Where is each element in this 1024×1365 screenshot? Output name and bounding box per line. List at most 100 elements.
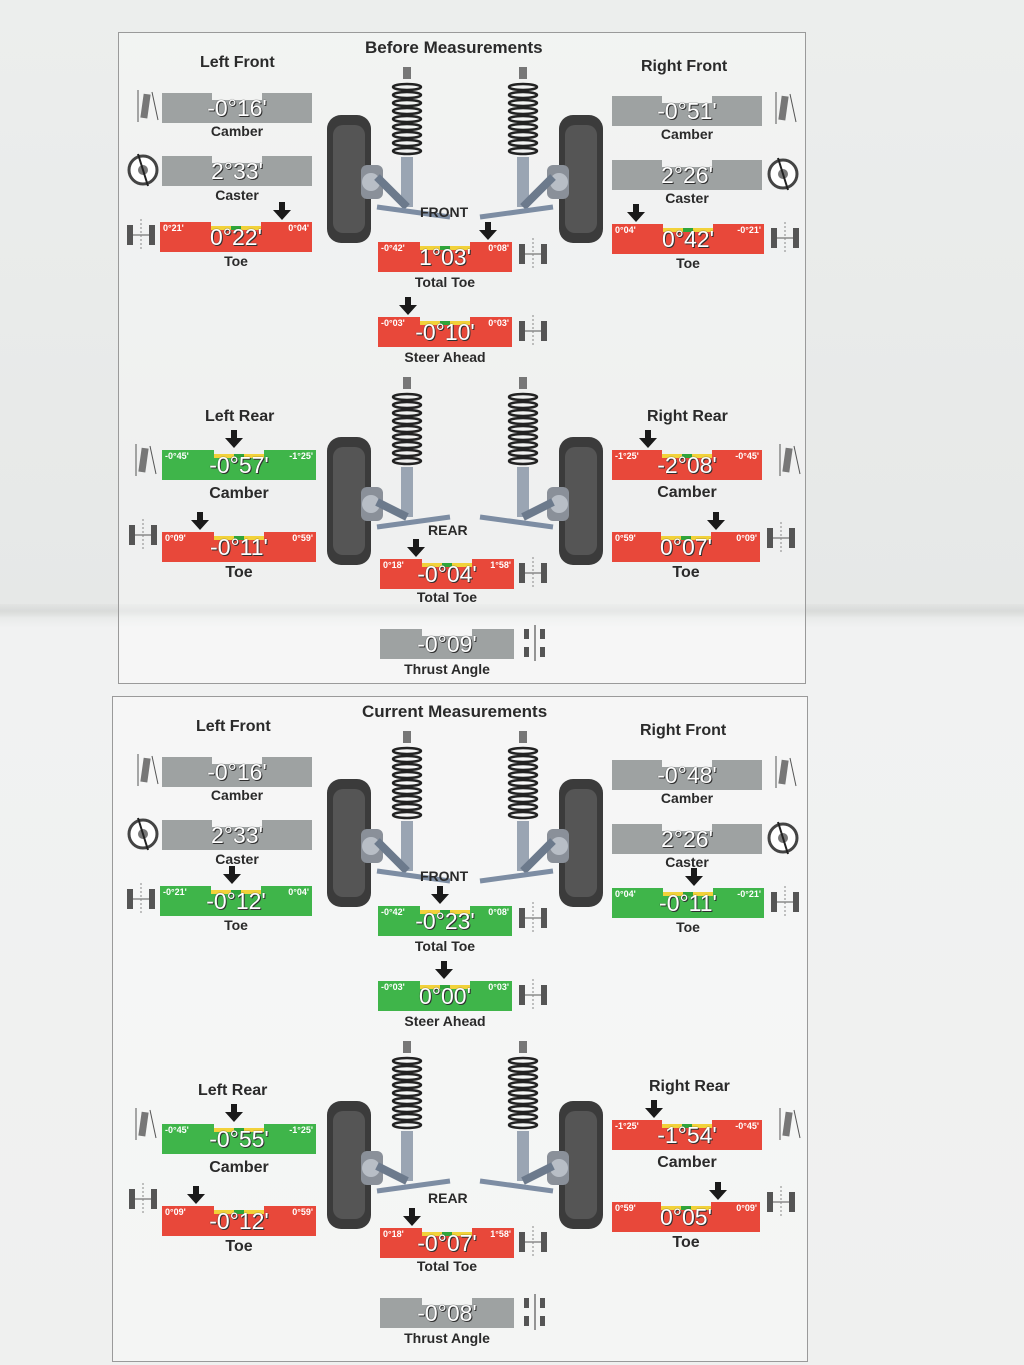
current-rf-toe-icon (771, 886, 799, 918)
current-rf-toe-gauge-bar (612, 888, 764, 918)
current-lf-caster-gauge-value: 2°33' (211, 822, 263, 848)
current-rf-caster-caption: Caster (665, 854, 709, 870)
before-rf-toe-gauge: 0°42'0°04'-0°21' (612, 224, 764, 254)
before-total-toe-front-gauge-arrow-icon (479, 222, 497, 240)
current-lf-caster-caption: Caster (215, 851, 259, 867)
current-total-toe-rear-icon (519, 1226, 547, 1258)
before-rf-toe-gauge-min: 0°04' (615, 225, 636, 235)
current-rf-toe-gauge-arrow-icon (685, 868, 703, 886)
before-steer-ahead-icon (519, 315, 547, 347)
current-lf-camber-gauge-bar (162, 757, 312, 787)
before-steer-ahead-gauge-arrow-icon (399, 297, 417, 315)
current-thrust-angle-gauge: -0°08' (380, 1298, 514, 1328)
current-rf-camber-gauge: -0°48' (612, 760, 762, 790)
current-lr-camber-gauge-arrow-icon (225, 1104, 243, 1122)
before-front-label: FRONT (420, 204, 469, 220)
current-lf-toe-gauge-bar (160, 886, 312, 916)
before-left-rear-label: Left Rear (205, 408, 275, 425)
current-lr-camber-gauge-max: -1°25' (289, 1125, 313, 1135)
current-total-toe-rear-gauge-bar (380, 1228, 514, 1258)
current-front-label: FRONT (420, 868, 469, 884)
current-rr-toe-gauge: 0°05'0°59'0°09' (612, 1202, 760, 1232)
before-total-toe-rear-gauge-bar (380, 559, 514, 589)
before-total-toe-front-gauge-value: 1°03' (419, 244, 471, 270)
before-front-left-suspension (327, 67, 451, 243)
current-steer-ahead-caption: Steer Ahead (404, 1013, 486, 1029)
current-lf-camber-gauge-value: -0°16' (207, 759, 267, 785)
before-steer-ahead-gauge-value: -0°10' (415, 319, 475, 345)
before-lf-caster-gauge-bar (162, 156, 312, 186)
current-thrust-angle-caption: Thrust Angle (404, 1330, 490, 1346)
before-rf-caster-gauge-bar (612, 160, 762, 190)
before-lr-camber-gauge-bar (162, 450, 316, 480)
before-lf-camber-gauge-value: -0°16' (207, 95, 267, 121)
before-rf-caster-gauge: 2°26' (612, 160, 762, 190)
current-rr-camber-gauge-value: -1°54' (657, 1122, 717, 1148)
before-rear-right-suspension (479, 377, 603, 565)
before-rr-camber-gauge-min: -1°25' (615, 451, 639, 461)
current-right-front-label: Right Front (640, 722, 727, 739)
current-rr-toe-caption: Toe (672, 1234, 700, 1251)
before-lf-toe-gauge-max: 0°04' (288, 223, 309, 233)
current-rf-camber-caption: Camber (660, 790, 714, 806)
before-total-toe-rear-gauge-value: -0°04' (417, 561, 477, 587)
current-total-toe-front-gauge-value: -0°23' (415, 908, 475, 934)
current-lr-toe-caption: Toe (225, 1238, 253, 1255)
before-lr-toe-gauge: -0°11'0°09'0°59' (162, 532, 316, 562)
before-rf-camber-caption: Camber (660, 126, 714, 142)
current-total-toe-front-gauge-arrow-icon (431, 886, 449, 904)
before-lf-caster-caption: Caster (215, 187, 259, 203)
before-lf-toe-gauge-arrow-icon (273, 202, 291, 220)
current-lf-caster-icon (127, 817, 159, 851)
before-rf-toe-gauge-arrow-icon (627, 204, 645, 222)
before-right-front-label: Right Front (641, 58, 728, 75)
before-total-toe-front-gauge-max: 0°08' (488, 243, 509, 253)
current-front-right-suspension (479, 731, 603, 907)
current-rr-toe-icon (767, 1186, 795, 1218)
before-lr-camber-gauge-arrow-icon (225, 430, 243, 448)
current-steer-ahead-gauge-bar (378, 981, 512, 1011)
before-rf-camber-gauge-bar (612, 96, 762, 126)
current-lf-caster-gauge: 2°33' (162, 820, 312, 850)
current-rr-toe-gauge-bar (612, 1202, 760, 1232)
before-lr-camber-caption: Camber (209, 485, 269, 502)
current-left-rear-label: Left Rear (198, 1082, 268, 1099)
current-rr-camber-gauge-max: -0°45' (735, 1121, 759, 1131)
before-total-toe-rear-icon (519, 557, 547, 589)
current-total-toe-front-gauge-bar (378, 906, 512, 936)
before-lr-toe-gauge-arrow-icon (191, 512, 209, 530)
current-lr-camber-gauge: -0°55'-0°45'-1°25' (162, 1124, 316, 1154)
current-lr-toe-icon (129, 1183, 157, 1215)
current-title: Current Measurements (362, 702, 548, 721)
current-lr-camber-caption: Camber (209, 1159, 269, 1176)
before-rr-camber-gauge-max: -0°45' (735, 451, 759, 461)
before-rr-camber-icon (779, 444, 801, 476)
before-total-toe-rear-caption: Total Toe (416, 589, 478, 605)
current-rr-camber-gauge: -1°54'-1°25'-0°45' (612, 1120, 762, 1150)
current-rf-toe-caption: Toe (676, 919, 700, 935)
before-rf-camber-gauge-value: -0°51' (657, 98, 717, 124)
current-rf-camber-gauge-value: -0°48' (657, 762, 717, 788)
before-lf-toe-gauge-value: 0°22' (210, 224, 262, 250)
before-rf-toe-icon (771, 222, 799, 254)
current-lr-camber-icon (135, 1108, 157, 1140)
current-lr-toe-gauge-value: -0°12' (209, 1208, 269, 1234)
before-rr-camber-gauge: -2°08' -1°25' -0°45' (612, 450, 762, 480)
before-rf-caster-gauge-value: 2°26' (661, 162, 713, 188)
before-rf-caster-caption: Caster (665, 190, 709, 206)
current-rear-label: REAR (428, 1190, 468, 1206)
before-lf-caster-icon (127, 153, 159, 187)
current-right-rear-label: Right Rear (649, 1078, 730, 1095)
current-rf-toe-gauge-min: 0°04' (615, 889, 636, 899)
before-rf-toe-gauge-value: 0°42' (662, 226, 714, 252)
before-thrust-angle-gauge-value: -0°09' (417, 631, 477, 657)
before-total-toe-front-gauge-min: -0°42' (381, 243, 405, 253)
before-lf-toe-gauge-bar (160, 222, 312, 252)
before-rr-camber-gauge-value: -2°08' (657, 452, 717, 478)
current-thrust-angle-gauge-bar (380, 1298, 514, 1328)
before-lr-camber-gauge-max: -1°25' (289, 451, 313, 461)
before-lr-camber-icon (135, 444, 157, 476)
paper-fold (0, 604, 1024, 618)
before-rr-toe-caption: Toe (672, 564, 700, 581)
before-rr-toe-gauge-bar (612, 532, 760, 562)
